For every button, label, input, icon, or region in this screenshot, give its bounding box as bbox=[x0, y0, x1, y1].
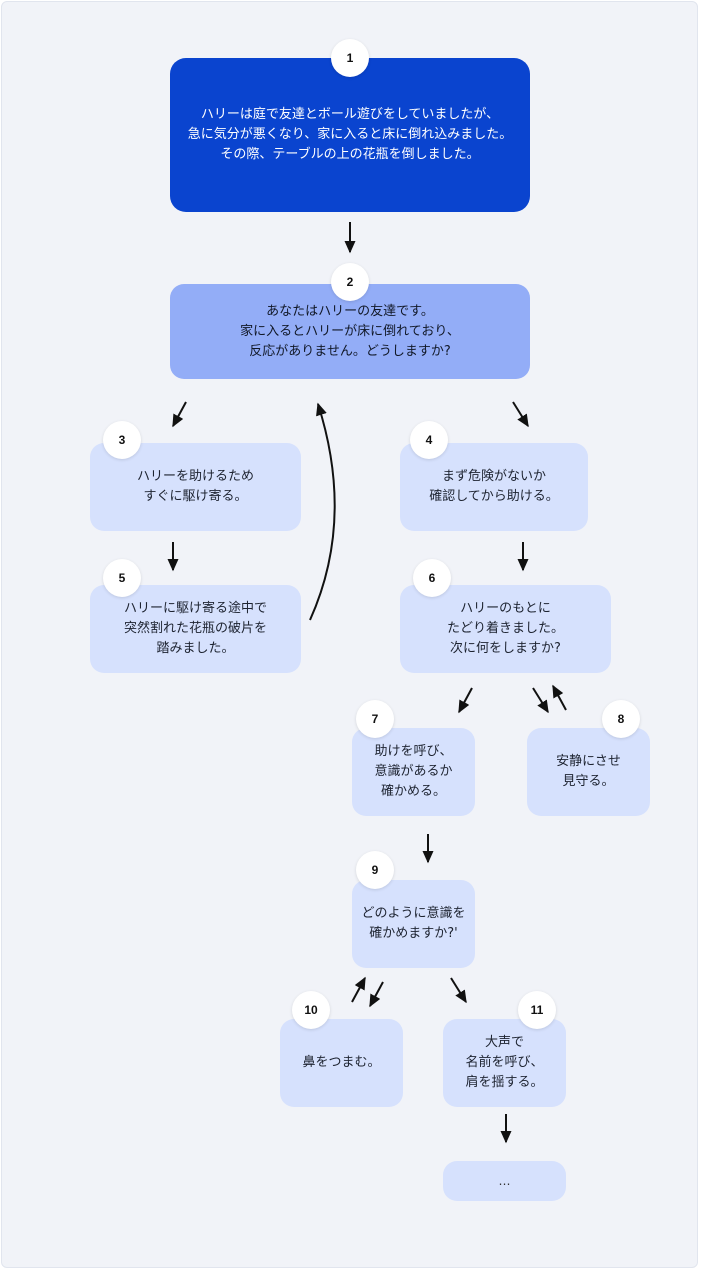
step-11-number-badge: 11 bbox=[518, 991, 556, 1029]
arrow-8-to-6 bbox=[552, 684, 567, 711]
arrow-9-to-10 bbox=[369, 981, 384, 1008]
step-4-text: まず危険がないか 確認してから助ける。 bbox=[429, 469, 559, 504]
step-8-number-badge: 8 bbox=[602, 700, 640, 738]
arrow-10-to-9 bbox=[351, 976, 366, 1003]
step-2-text: あなたはハリーの友達です。 家に入るとハリーが床に倒れており、 反応がありません… bbox=[240, 303, 460, 359]
step-10-box: 鼻をつまむ。 bbox=[280, 1019, 403, 1107]
step-5-box: ハリーに駆け寄る途中で 突然割れた花瓶の破片を 踏みました。 bbox=[90, 585, 301, 673]
step-9-number: 9 bbox=[371, 863, 379, 877]
step-2-number-badge: 2 bbox=[331, 263, 369, 301]
step-9-text: どのように意識を 確かめますか?' bbox=[361, 906, 466, 941]
step-8-box: 安静にさせ 見守る。 bbox=[527, 728, 650, 816]
step-8-number: 8 bbox=[617, 712, 625, 726]
step-10-text: 鼻をつまむ。 bbox=[302, 1055, 381, 1070]
step-1-number: 1 bbox=[346, 51, 354, 65]
arrow-6-to-8 bbox=[532, 687, 549, 714]
step-7-number: 7 bbox=[371, 712, 379, 726]
step-6-number: 6 bbox=[428, 571, 436, 585]
step-11-text: 大声で 名前を呼び、 肩を揺する。 bbox=[465, 1035, 544, 1090]
step-6-box: ハリーのもとに たどり着きました。 次に何をしますか? bbox=[400, 585, 611, 673]
step-3-number-badge: 3 bbox=[103, 421, 141, 459]
step-2-number: 2 bbox=[346, 275, 354, 289]
step-7-number-badge: 7 bbox=[356, 700, 394, 738]
arrow-9-to-11 bbox=[450, 977, 467, 1004]
arrow-2-to-4 bbox=[512, 401, 529, 428]
step-7-box: 助けを呼び、 意識があるか 確かめる。 bbox=[352, 728, 475, 816]
step-4-number-badge: 4 bbox=[410, 421, 448, 459]
step-6-text: ハリーのもとに たどり着きました。 次に何をしますか? bbox=[446, 601, 564, 656]
arrow-5-back-to-2 bbox=[309, 402, 336, 621]
step-3-text: ハリーを助けるため すぐに駆け寄る。 bbox=[136, 469, 254, 504]
step-6-number-badge: 6 bbox=[413, 559, 451, 597]
step-9-number-badge: 9 bbox=[356, 851, 394, 889]
step-4-number: 4 bbox=[425, 433, 433, 447]
step-5-number: 5 bbox=[118, 571, 126, 585]
step-11-number: 11 bbox=[530, 1003, 544, 1017]
step-5-text: ハリーに駆け寄る途中で 突然割れた花瓶の破片を 踏みました。 bbox=[123, 601, 267, 656]
step-1-text: ハリーは庭で友達とボール遊びをしていましたが、 急に気分が悪くなり、家に入ると床… bbox=[187, 107, 513, 162]
arrow-6-to-7 bbox=[458, 687, 473, 714]
continuation-box: … bbox=[443, 1161, 566, 1201]
step-10-number: 10 bbox=[304, 1003, 318, 1017]
step-7-text: 助けを呼び、 意識があるか 確かめる。 bbox=[374, 744, 453, 799]
step-8-text: 安静にさせ 見守る。 bbox=[556, 754, 621, 789]
step-11-box: 大声で 名前を呼び、 肩を揺する。 bbox=[443, 1019, 566, 1107]
step-1-box: ハリーは庭で友達とボール遊びをしていましたが、 急に気分が悪くなり、家に入ると床… bbox=[170, 58, 530, 212]
continuation-ellipsis: … bbox=[498, 1174, 511, 1188]
step-10-number-badge: 10 bbox=[292, 991, 330, 1029]
step-5-number-badge: 5 bbox=[103, 559, 141, 597]
step-9-box: どのように意識を 確かめますか?' bbox=[352, 880, 475, 968]
step-1-number-badge: 1 bbox=[331, 39, 369, 77]
step-3-number: 3 bbox=[118, 433, 126, 447]
arrow-2-to-3 bbox=[172, 401, 187, 428]
